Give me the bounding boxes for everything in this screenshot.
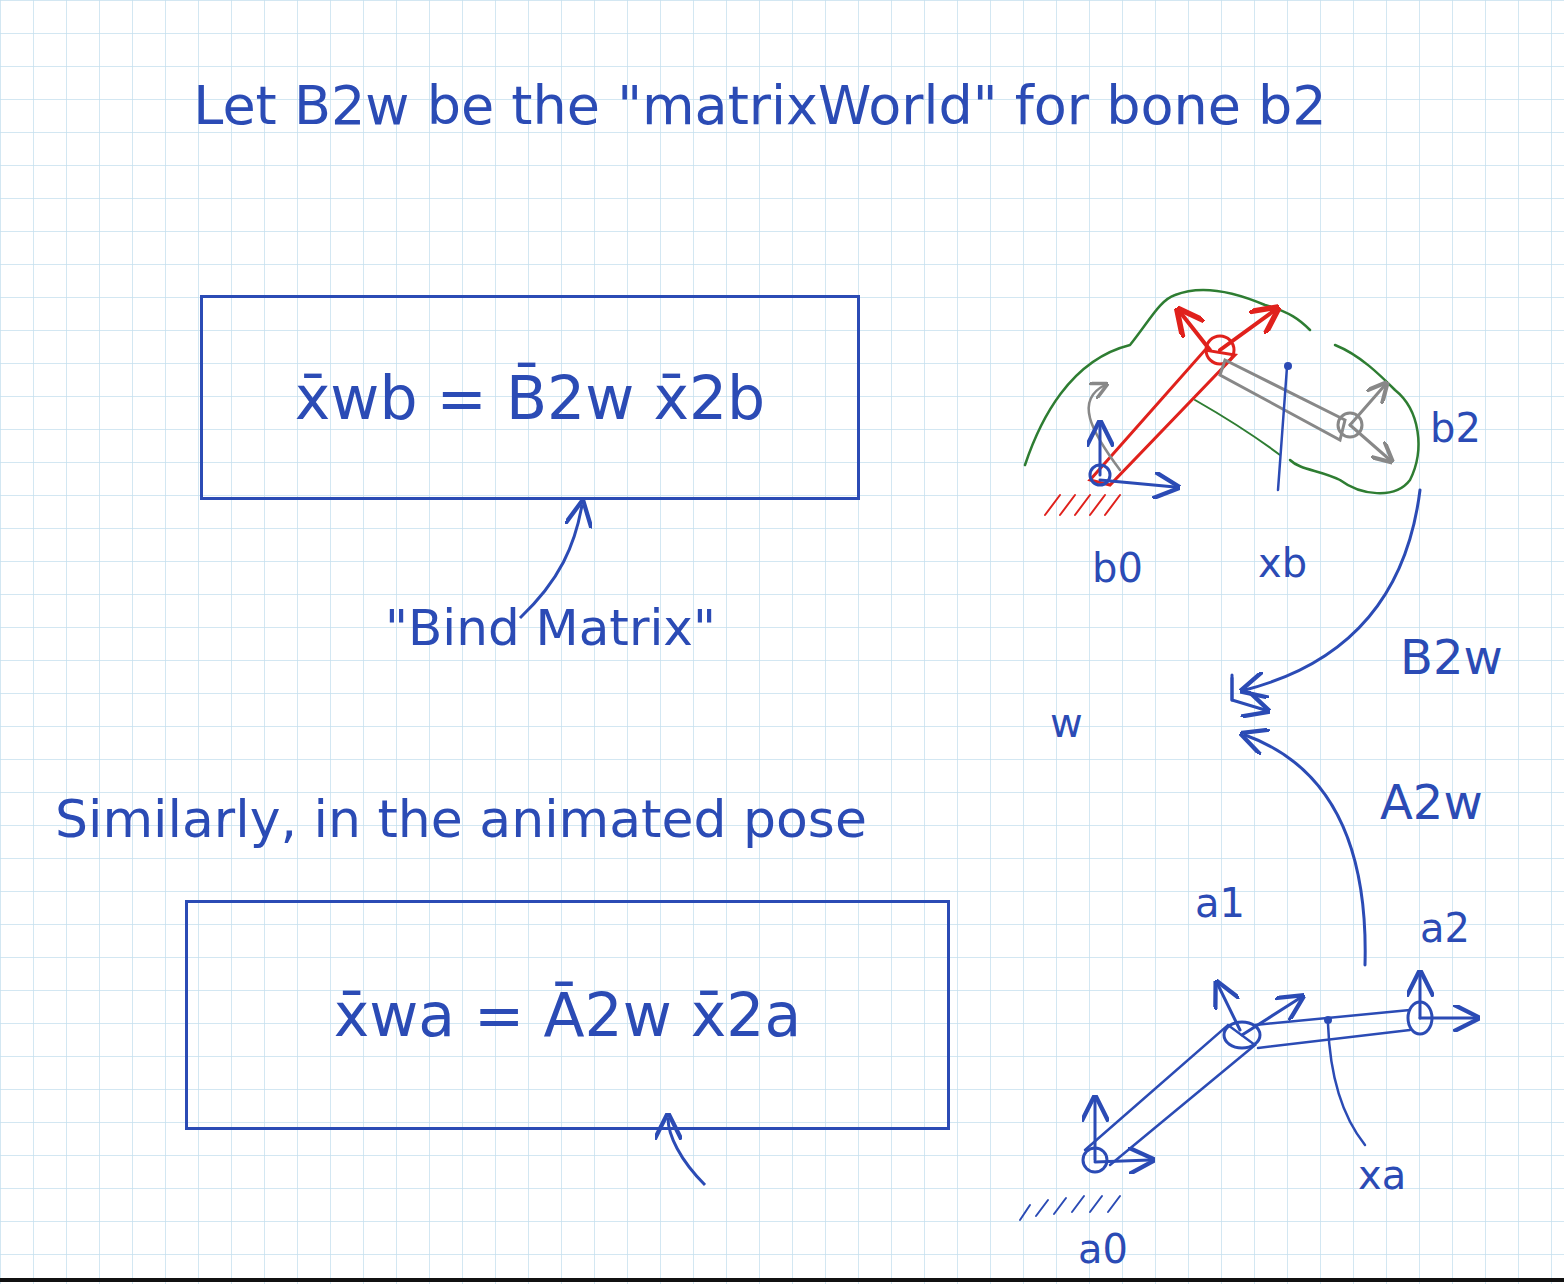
equation-box: x̄wb = B̄2w x̄2b <box>200 295 860 500</box>
symbol-label: xa <box>1358 1152 1406 1198</box>
equation-box: x̄wa = Ā2w x̄2a <box>185 900 950 1130</box>
symbol-label: w <box>1050 700 1083 746</box>
equation: x̄wa = Ā2w x̄2a <box>334 980 802 1050</box>
symbol-label: B2w <box>1400 630 1503 685</box>
symbol-label: A2w <box>1380 775 1483 830</box>
symbol-label: xb <box>1258 540 1307 586</box>
note-text: Similarly, in the animated pose <box>55 790 867 850</box>
symbol-label: a1 <box>1195 880 1245 926</box>
symbol-label: a0 <box>1078 1226 1128 1272</box>
symbol-label: a2 <box>1420 905 1470 951</box>
equation: x̄wb = B̄2w x̄2b <box>295 363 765 433</box>
symbol-label: b0 <box>1092 545 1143 591</box>
symbol-label: b2 <box>1430 405 1481 451</box>
note-text: "Bind Matrix" <box>385 600 716 658</box>
heading-note: Let B2w be the "matrixWorld" for bone b2 <box>100 55 1420 158</box>
